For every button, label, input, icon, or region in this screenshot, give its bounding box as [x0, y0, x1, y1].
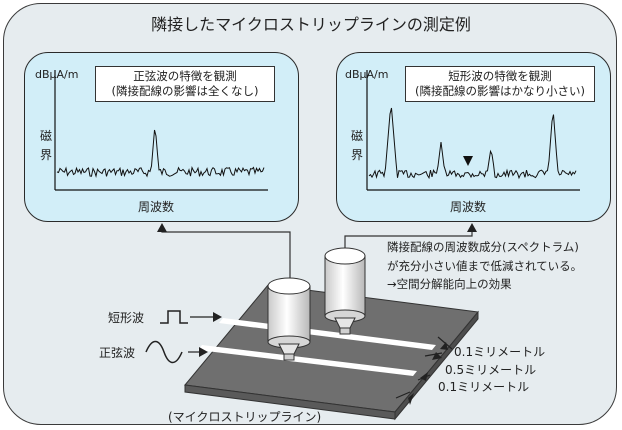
left-plot-y-label: 磁界 [39, 129, 52, 162]
sine-wave-icon [145, 340, 183, 364]
right-plot-x-label: 周波数 [450, 200, 487, 214]
down-marker-icon [463, 156, 473, 166]
page-title: 隣接したマイクロストリップラインの測定例 [151, 15, 471, 34]
probe-rear [324, 247, 366, 335]
dimension-label-2: 0.5ミリメートル [445, 363, 537, 377]
dimension-label-3: 0.1ミリメートル [438, 380, 530, 394]
arrow-up-left-plot [157, 223, 167, 232]
probe-front [267, 277, 311, 361]
arrow-up-right-plot [467, 223, 477, 232]
microstrip-board [184, 284, 479, 421]
left-note-line1: 正弦波の特徴を観測 [133, 69, 237, 83]
square-wave-label: 短形波 [108, 311, 145, 325]
description-line1: 隣接配線の周波数成分(スペクトラム) [387, 240, 579, 254]
arrow-right-sine [199, 347, 208, 357]
right-spectrum-trace [368, 107, 577, 180]
square-wave-icon [160, 310, 188, 324]
effect-description: 隣接配線の周波数成分(スペクトラム) が充分小さい値まで低減されている。 →空間… [387, 238, 582, 294]
left-note-line2: (隣接配線の影響は全くなし) [111, 84, 259, 98]
description-line3: →空間分解能向上の効果 [387, 277, 512, 291]
left-plot-note: 正弦波の特徴を観測 (隣接配線の影響は全くなし) [95, 66, 275, 102]
arrow-right-square [213, 312, 222, 322]
dimension-label-1: 0.1ミリメートル [454, 345, 546, 359]
description-line2: が充分小さい値まで低減されている。 [387, 258, 583, 273]
sine-wave-label: 正弦波 [99, 346, 136, 360]
right-note-line2: (隣接配線の影響はかなり小さい) [415, 84, 585, 98]
board-caption: (マイクロストリップライン) [168, 410, 322, 424]
left-plot-unit: dBμA/m [35, 68, 79, 81]
trace-sine [198, 345, 417, 376]
left-plot-x-label: 周波数 [138, 200, 175, 214]
right-plot-note: 短形波の特徴を観測 (隣接配線の影響はかなり小さい) [405, 66, 595, 102]
left-spectrum-trace [56, 129, 265, 179]
right-note-line1: 短形波の特徴を観測 [448, 69, 552, 83]
right-plot-y-label: 磁界 [350, 129, 363, 162]
